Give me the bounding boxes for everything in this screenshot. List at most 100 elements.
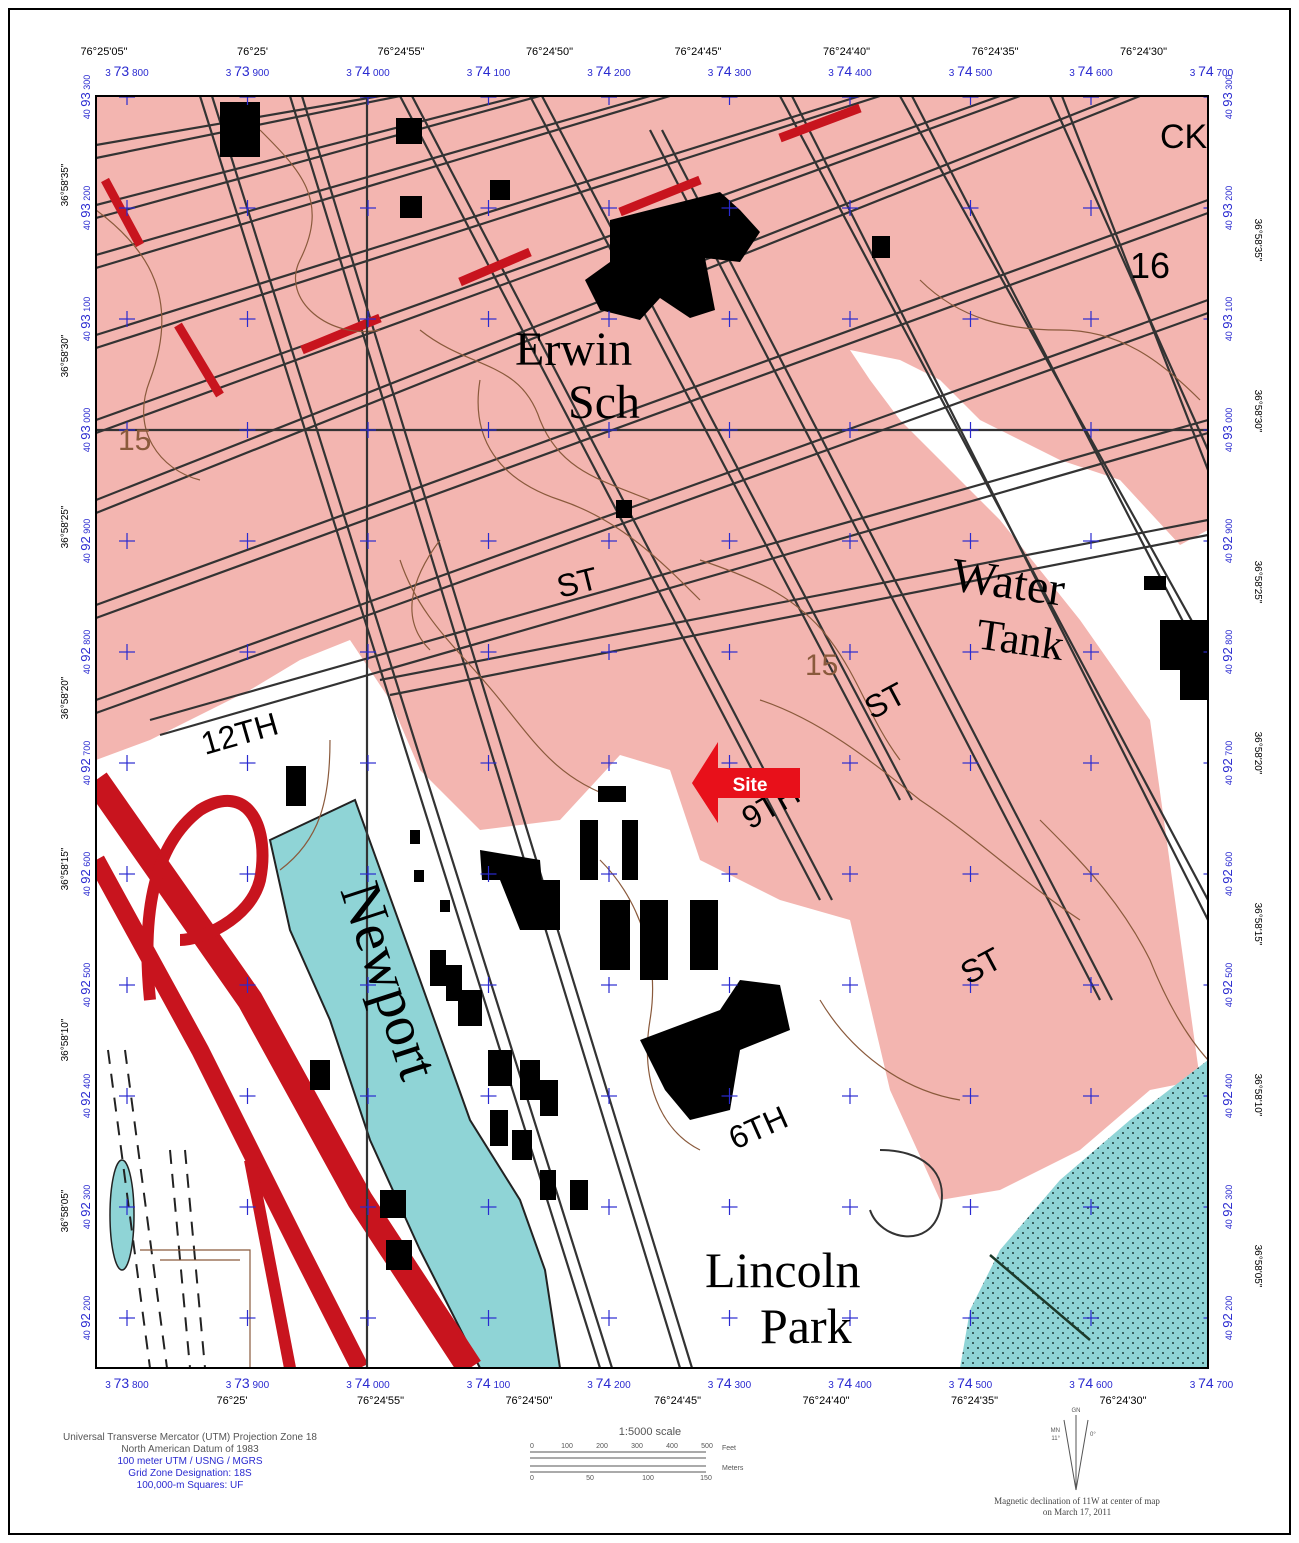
park-loop (869, 1149, 943, 1238)
longitude-label: 76°24'50" (526, 46, 573, 58)
right-latitude-labels: 36°58'35"36°58'30"36°58'25"36°58'20"36°5… (1252, 219, 1263, 1288)
declination-diagram (1063, 1415, 1089, 1491)
scale-meter-tick: 150 (700, 1475, 712, 1482)
easting-label: 3 74 200 (587, 63, 631, 79)
northing-label: 40 93 300 (1220, 75, 1235, 120)
utm-grid-lines (96, 96, 1208, 1368)
northing-label: 40 92 200 (1220, 1296, 1235, 1341)
northing-label: 40 93 000 (78, 408, 93, 453)
route-line (989, 1254, 1091, 1341)
easting-label: 3 74 300 (708, 63, 752, 79)
northing-label: 40 92 500 (1220, 963, 1235, 1008)
easting-label: 3 74 100 (467, 63, 511, 79)
longitude-label: 76°24'35" (971, 46, 1018, 58)
latitude-label: 36°58'20" (1252, 732, 1263, 775)
footer-line4: Grid Zone Designation: 18S (128, 1468, 252, 1479)
easting-label: 3 74 600 (1069, 63, 1113, 79)
northing-label: 40 93 300 (78, 75, 93, 120)
map-neatline (95, 95, 1209, 1369)
scale-feet-tick: 400 (666, 1443, 678, 1450)
northing-label: 40 92 600 (78, 852, 93, 897)
label-lincoln: Lincoln (705, 1242, 861, 1298)
easting-label: 3 74 400 (828, 1375, 872, 1391)
latitude-label: 36°58'25" (60, 505, 71, 548)
longitude-label: 76°25' (217, 1395, 248, 1407)
longitude-label: 76°24'45" (654, 1395, 701, 1407)
northing-label: 40 92 200 (78, 1296, 93, 1341)
latitude-label: 36°58'30" (1252, 390, 1263, 433)
bottom-longitude-labels: 76°25' 76°24'55" 76°24'50" 76°24'45" 76°24'4… (217, 1395, 1147, 1407)
latitude-label: 36°58'15" (1252, 903, 1263, 946)
decl-gn: GN (1072, 1408, 1081, 1414)
top-longitude-labels: 76°25'05"76°25'76°24'55"76°24'50"76°24'4… (80, 46, 1167, 58)
northing-label: 40 93 200 (1220, 186, 1235, 231)
easting-label: 3 73 900 (226, 63, 270, 79)
scale-feet-tick: 300 (631, 1443, 643, 1450)
latitude-label: 36°58'35" (60, 163, 71, 206)
easting-label: 3 74 400 (828, 63, 872, 79)
map-content: Erwin Sch Water Tank ST ST ST 12TH 9TH 6… (96, 96, 1208, 1368)
site-label: Site (733, 775, 768, 796)
easting-label: 3 74 000 (346, 1375, 390, 1391)
longitude-label: 76°24'30" (1120, 46, 1167, 58)
northing-label: 40 92 800 (1220, 630, 1235, 675)
decl-mn: MN (1051, 1428, 1060, 1434)
label-erwin: Erwin (515, 323, 632, 376)
easting-label: 3 73 800 (105, 1375, 149, 1391)
decl-line1: Magnetic declination of 11W at center of… (994, 1496, 1160, 1506)
contour-lines (96, 129, 1208, 1368)
scale-feet-tick: 100 (561, 1443, 573, 1450)
scale-title: 1:5000 scale (619, 1426, 681, 1438)
scale-meter-tick: 100 (642, 1475, 654, 1482)
easting-label: 3 73 800 (105, 63, 149, 79)
label-park: Park (760, 1298, 852, 1354)
label-16: 16 (1130, 245, 1170, 286)
scale-meter-tick: 0 (530, 1475, 534, 1482)
easting-label: 3 74 500 (949, 1375, 993, 1391)
scale-feet-tick: 0 (530, 1443, 534, 1450)
red-road-segments (101, 103, 862, 398)
northing-label: 40 92 700 (78, 741, 93, 786)
newport-canal (268, 798, 562, 1368)
longitude-label: 76°24'55" (377, 46, 424, 58)
northing-label: 40 92 500 (78, 963, 93, 1008)
latitude-label: 36°58'25" (1252, 561, 1263, 604)
northing-label: 40 92 900 (1220, 519, 1235, 564)
easting-label: 3 74 700 (1190, 63, 1234, 79)
latitude-label: 36°58'15" (60, 847, 71, 890)
easting-label: 3 74 600 (1069, 1375, 1113, 1391)
easting-label: 3 74 500 (949, 63, 993, 79)
northing-label: 40 92 900 (78, 519, 93, 564)
northing-label: 40 92 300 (1220, 1185, 1235, 1230)
longitude-label: 76°24'50" (505, 1395, 552, 1407)
longitude-label: 76°24'35" (951, 1395, 998, 1407)
longitude-label: 76°24'55" (357, 1395, 404, 1407)
longitude-label: 76°24'45" (674, 46, 721, 58)
water-dotted (960, 1060, 1208, 1368)
northing-label: 40 92 700 (1220, 741, 1235, 786)
latitude-label: 36°58'30" (60, 334, 71, 377)
label-sch: Sch (568, 376, 640, 429)
footer-line3: 100 meter UTM / USNG / MGRS (117, 1456, 262, 1467)
northing-label: 40 92 400 (78, 1074, 93, 1119)
longitude-label: 76°24'30" (1099, 1395, 1146, 1407)
scale-meters-unit: Meters (722, 1465, 744, 1472)
label-contour-15b: 15 (805, 649, 838, 682)
site-marker[interactable]: Site (692, 742, 800, 823)
scale-feet-tick: 500 (701, 1443, 713, 1450)
dashed-lines (107, 1049, 206, 1368)
easting-label: 3 74 200 (587, 1375, 631, 1391)
interstate (96, 772, 481, 1368)
decl-line2: on March 17, 2011 (1043, 1507, 1111, 1517)
longitude-label: 76°24'40" (823, 46, 870, 58)
northing-label: 40 92 400 (1220, 1074, 1235, 1119)
footer-line2: North American Datum of 1983 (121, 1444, 259, 1455)
label-ck: CK (1160, 118, 1208, 156)
longitude-label: 76°24'40" (802, 1395, 849, 1407)
